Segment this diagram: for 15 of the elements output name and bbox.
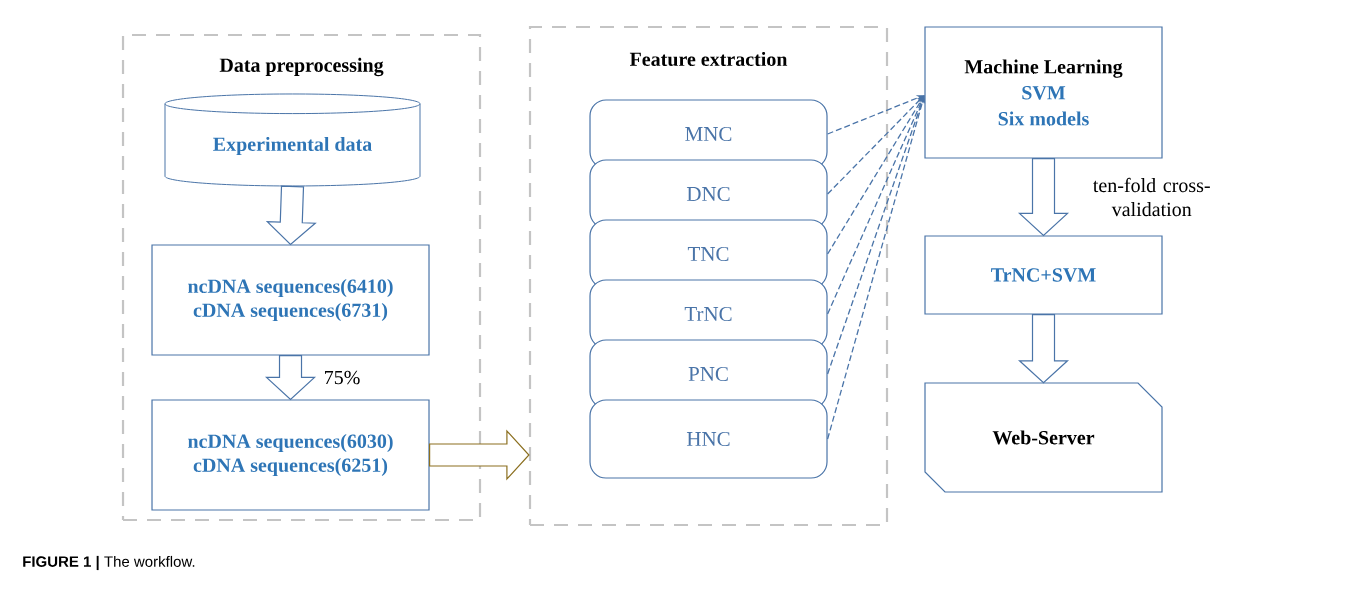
block-arrow — [429, 429, 530, 481]
block-arrow — [264, 355, 317, 401]
process-box: ncDNA sequences(6410) cDNA sequences(6731) — [151, 244, 430, 356]
edge-label: ten-fold cross-validation — [1093, 177, 1210, 217]
database-cylinder: Experimental data — [164, 93, 421, 187]
edge-label: 75% — [325, 370, 360, 385]
process-box: Machine Learning SVM Six models — [924, 26, 1163, 159]
block-arrow — [1017, 158, 1070, 237]
process-box: TrNC+SVM — [924, 235, 1163, 315]
caption: FIGURE 1 | The workflow. — [23, 555, 195, 571]
block-arrow — [1017, 314, 1070, 384]
block-arrow — [265, 185, 317, 246]
feature-box: HNC — [589, 399, 828, 479]
document-box: Web-Server — [924, 382, 1163, 493]
process-box: ncDNA sequences(6030) cDNA sequences(6251) — [151, 399, 430, 511]
